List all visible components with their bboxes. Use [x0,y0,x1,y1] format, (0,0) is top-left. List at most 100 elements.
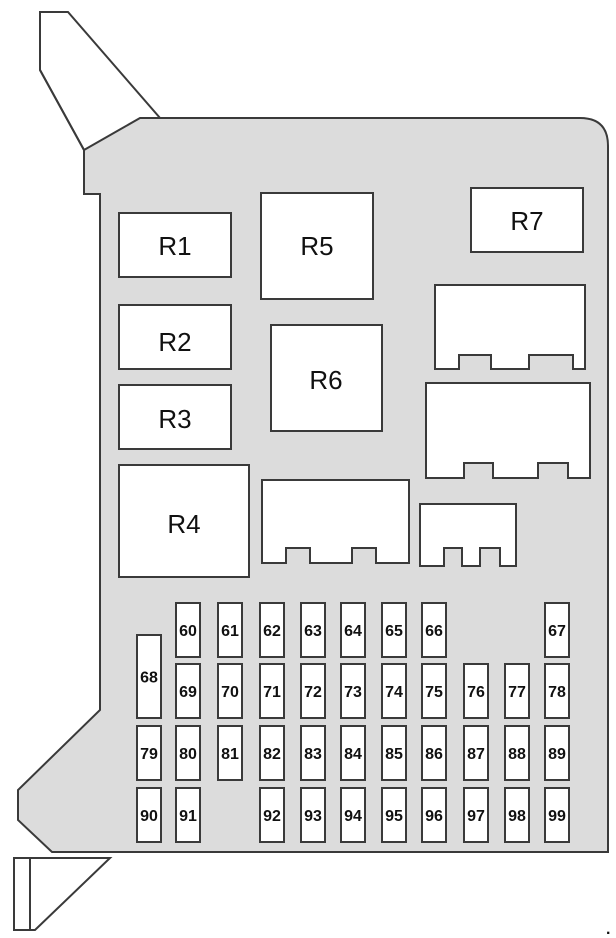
fuse-72: 72 [300,663,326,719]
fuse-label: 75 [425,684,443,701]
fuse-body [544,725,570,781]
relay-r3: R3 [118,384,232,450]
relay-r1: R1 [118,212,232,278]
fuse-body [340,725,366,781]
fuse-label: 90 [140,808,158,825]
fuse-label: 63 [304,623,322,640]
fuse-label: 70 [221,684,239,701]
fuse-body [544,787,570,843]
fuse-label: 78 [548,684,566,701]
fuse-label: 68 [140,670,158,687]
fuse-label: 82 [263,746,281,763]
fuse-body [217,663,243,719]
fuse-body [217,602,243,658]
fuse-label: 71 [263,684,281,701]
fuse-62: 62 [259,602,285,658]
fuse-body [175,725,201,781]
fuse-body [421,602,447,658]
fuse-label: 72 [304,684,322,701]
fuse-body [136,787,162,843]
fuse-body [300,602,326,658]
fuse-60: 60 [175,602,201,658]
fuse-80: 80 [175,725,201,781]
fuse-label: 74 [385,684,403,701]
fuse-body [340,602,366,658]
connector-block-center [261,479,410,564]
fuse-label: 89 [548,746,566,763]
fuse-body [463,787,489,843]
fuse-91: 91 [175,787,201,843]
fuse-body [504,663,530,719]
fuse-69: 69 [175,663,201,719]
fuse-body [175,663,201,719]
relay-r4: R4 [118,464,250,578]
relay-label: R3 [158,404,191,434]
fuse-body [259,725,285,781]
relay-label: R2 [158,327,191,357]
fuse-78: 78 [544,663,570,719]
fuse-body [259,602,285,658]
fuse-97: 97 [463,787,489,843]
relay-label: R1 [158,231,191,261]
fuse-64: 64 [340,602,366,658]
fuse-label: 73 [344,684,362,701]
fuse-body [340,663,366,719]
fuse-body [544,602,570,658]
fuse-label: 67 [548,623,566,640]
fuse-body [300,787,326,843]
fuse-label: 80 [179,746,197,763]
fuse-99: 99 [544,787,570,843]
fuse-71: 71 [259,663,285,719]
relay-label: R4 [167,509,200,539]
fuse-label: 98 [508,808,526,825]
fuse-body [504,725,530,781]
fuse-87: 87 [463,725,489,781]
fuse-label: 60 [179,623,197,640]
fuse-81: 81 [217,725,243,781]
fuse-layer: 60 61 62 63 64 65 66 67 69 70 71 72 73 74 75 76 77 78 79 80… [136,602,570,843]
connector-block-small [419,503,517,567]
fuse-label: 92 [263,808,281,825]
fuse-label: 77 [508,684,526,701]
fuse-body [259,663,285,719]
fuse-label: 88 [508,746,526,763]
fuse-61: 61 [217,602,243,658]
fuse-label: 87 [467,746,485,763]
fuse-body [300,725,326,781]
fuse-74: 74 [381,663,407,719]
connector-block-upper-right [434,284,586,370]
fuse-93: 93 [300,787,326,843]
fuse-65: 65 [381,602,407,658]
fuse-label: 86 [425,746,443,763]
fuse-73: 73 [340,663,366,719]
fuse-body [463,663,489,719]
fuse-79: 79 [136,725,162,781]
fuse-label: 96 [425,808,443,825]
fuse-68: 68 [136,634,162,719]
fuse-92: 92 [259,787,285,843]
fuse-body [544,663,570,719]
fuse-85: 85 [381,725,407,781]
fuse-label: 83 [304,746,322,763]
fuse-86: 86 [421,725,447,781]
relay-r7: R7 [470,187,584,253]
relay-r2: R2 [118,304,232,370]
fuse-96: 96 [421,787,447,843]
fuse-67: 67 [544,602,570,658]
fuse-label: 66 [425,623,443,640]
corner-mark: . [606,921,610,938]
fuse-label: 81 [221,746,239,763]
fuse-88: 88 [504,725,530,781]
fuse-77: 77 [504,663,530,719]
fuse-label: 93 [304,808,322,825]
fuse-body [381,602,407,658]
fuse-label: 76 [467,684,485,701]
fuse-66: 66 [421,602,447,658]
fuse-89: 89 [544,725,570,781]
fuse-84: 84 [340,725,366,781]
fuse-label: 85 [385,746,403,763]
relay-r6: R6 [270,324,383,432]
fuse-body [175,602,201,658]
relay-r5: R5 [260,192,374,300]
